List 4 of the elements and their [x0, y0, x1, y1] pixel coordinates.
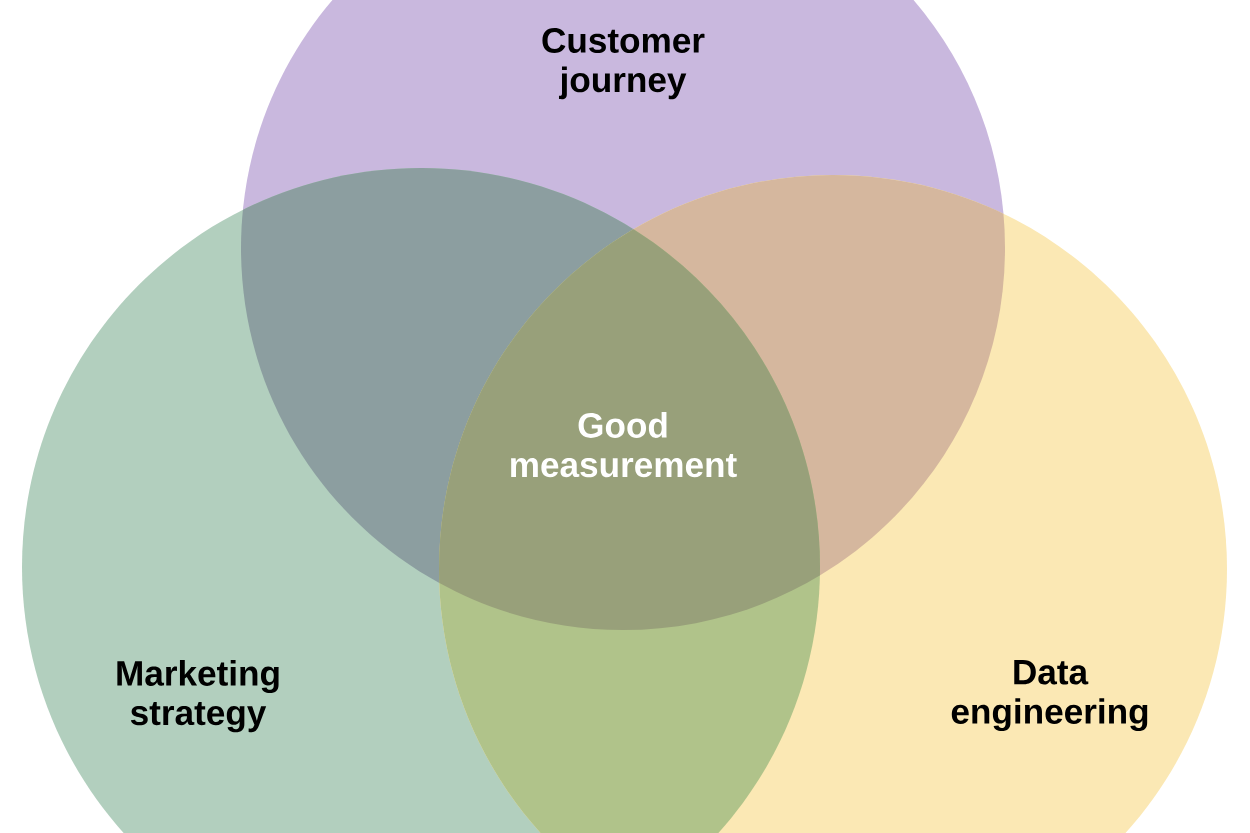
circle-label: Data engineering: [951, 660, 1148, 732]
center-label: Good measurement: [511, 412, 737, 478]
circle-label: Marketing strategy: [117, 660, 279, 733]
circle-label: Customer journey: [542, 28, 705, 100]
